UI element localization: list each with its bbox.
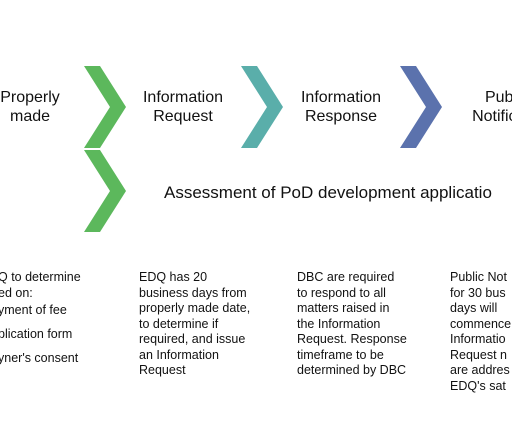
chevron-arrow-1-shape xyxy=(84,66,126,148)
stage-label-information-request: Information Request xyxy=(142,89,224,125)
chevron-arrow-3 xyxy=(400,66,442,148)
checklist-item: yment of fee xyxy=(0,303,67,317)
chevron-arrow-1 xyxy=(84,66,126,148)
chevron-arrow-assessment-shape xyxy=(84,150,126,232)
chevron-arrow-assessment xyxy=(84,150,126,232)
description-properly-made: Q to determine ed on: xyxy=(0,270,81,300)
properly-made-checklist: yment of fee plication form yner's conse… xyxy=(0,298,78,370)
stage-label-information-response: Information Response xyxy=(300,89,382,125)
chevron-arrow-2-shape xyxy=(241,66,283,148)
description-public-notification: Public Not for 30 bus days will commence… xyxy=(450,270,512,393)
stage-label-properly-made: Properly made xyxy=(0,89,60,125)
description-information-response: DBC are required to respond to all matte… xyxy=(297,270,407,377)
chevron-arrow-2 xyxy=(241,66,283,148)
checklist-item: yner's consent xyxy=(0,351,79,365)
assessment-label: Assessment of PoD development applicatio xyxy=(164,183,492,202)
chevron-arrow-3-shape xyxy=(400,66,442,148)
checklist-item: plication form xyxy=(0,327,73,341)
description-information-request: EDQ has 20 business days from properly m… xyxy=(139,270,251,377)
stage-label-public-notification: Publ Notificat xyxy=(472,89,512,125)
